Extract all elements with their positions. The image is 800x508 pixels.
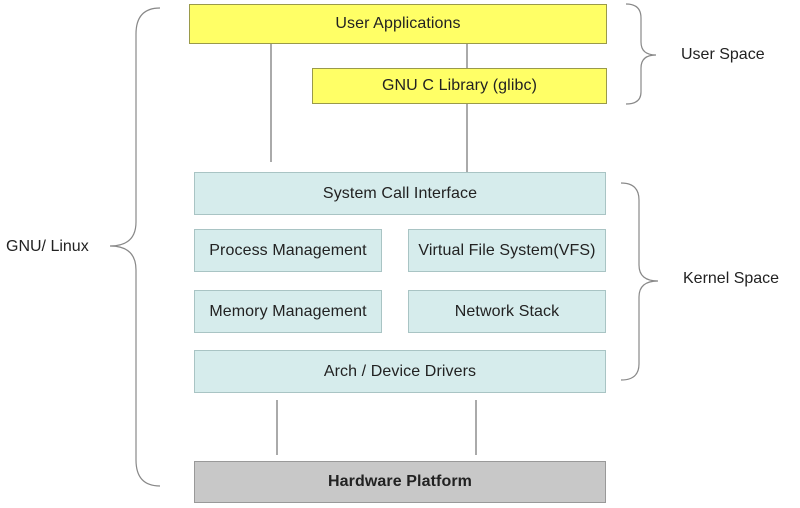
arch-device-drivers-box: Arch / Device Drivers xyxy=(194,350,606,393)
glibc-box: GNU C Library (glibc) xyxy=(312,68,607,104)
process-management-box: Process Management xyxy=(194,229,382,272)
system-call-interface-box: System Call Interface xyxy=(194,172,606,215)
network-stack-box: Network Stack xyxy=(408,290,606,333)
gnu-linux-brace xyxy=(109,7,161,487)
process-management-label: Process Management xyxy=(209,241,367,259)
hardware-platform-box: Hardware Platform xyxy=(194,461,606,503)
user-space-brace xyxy=(625,3,657,105)
glibc-label: GNU C Library (glibc) xyxy=(381,77,537,94)
memory-management-label: Memory Management xyxy=(209,302,367,320)
gnu-linux-label: GNU/ Linux xyxy=(6,238,89,255)
user-applications-label: User Applications xyxy=(335,15,461,32)
arch-device-drivers-label: Arch / Device Drivers xyxy=(323,362,477,380)
memory-management-box: Memory Management xyxy=(194,290,382,333)
user-space-label: User Space xyxy=(681,46,765,63)
user-applications-box: User Applications xyxy=(189,4,607,44)
network-stack-label: Network Stack xyxy=(454,302,560,320)
hardware-platform-label: Hardware Platform xyxy=(328,473,472,490)
kernel-space-brace xyxy=(620,182,659,381)
system-call-interface-label: System Call Interface xyxy=(322,184,478,202)
kernel-space-label: Kernel Space xyxy=(683,270,780,287)
vfs-label: Virtual File System(VFS) xyxy=(418,241,596,259)
vfs-box: Virtual File System(VFS) xyxy=(408,229,606,272)
